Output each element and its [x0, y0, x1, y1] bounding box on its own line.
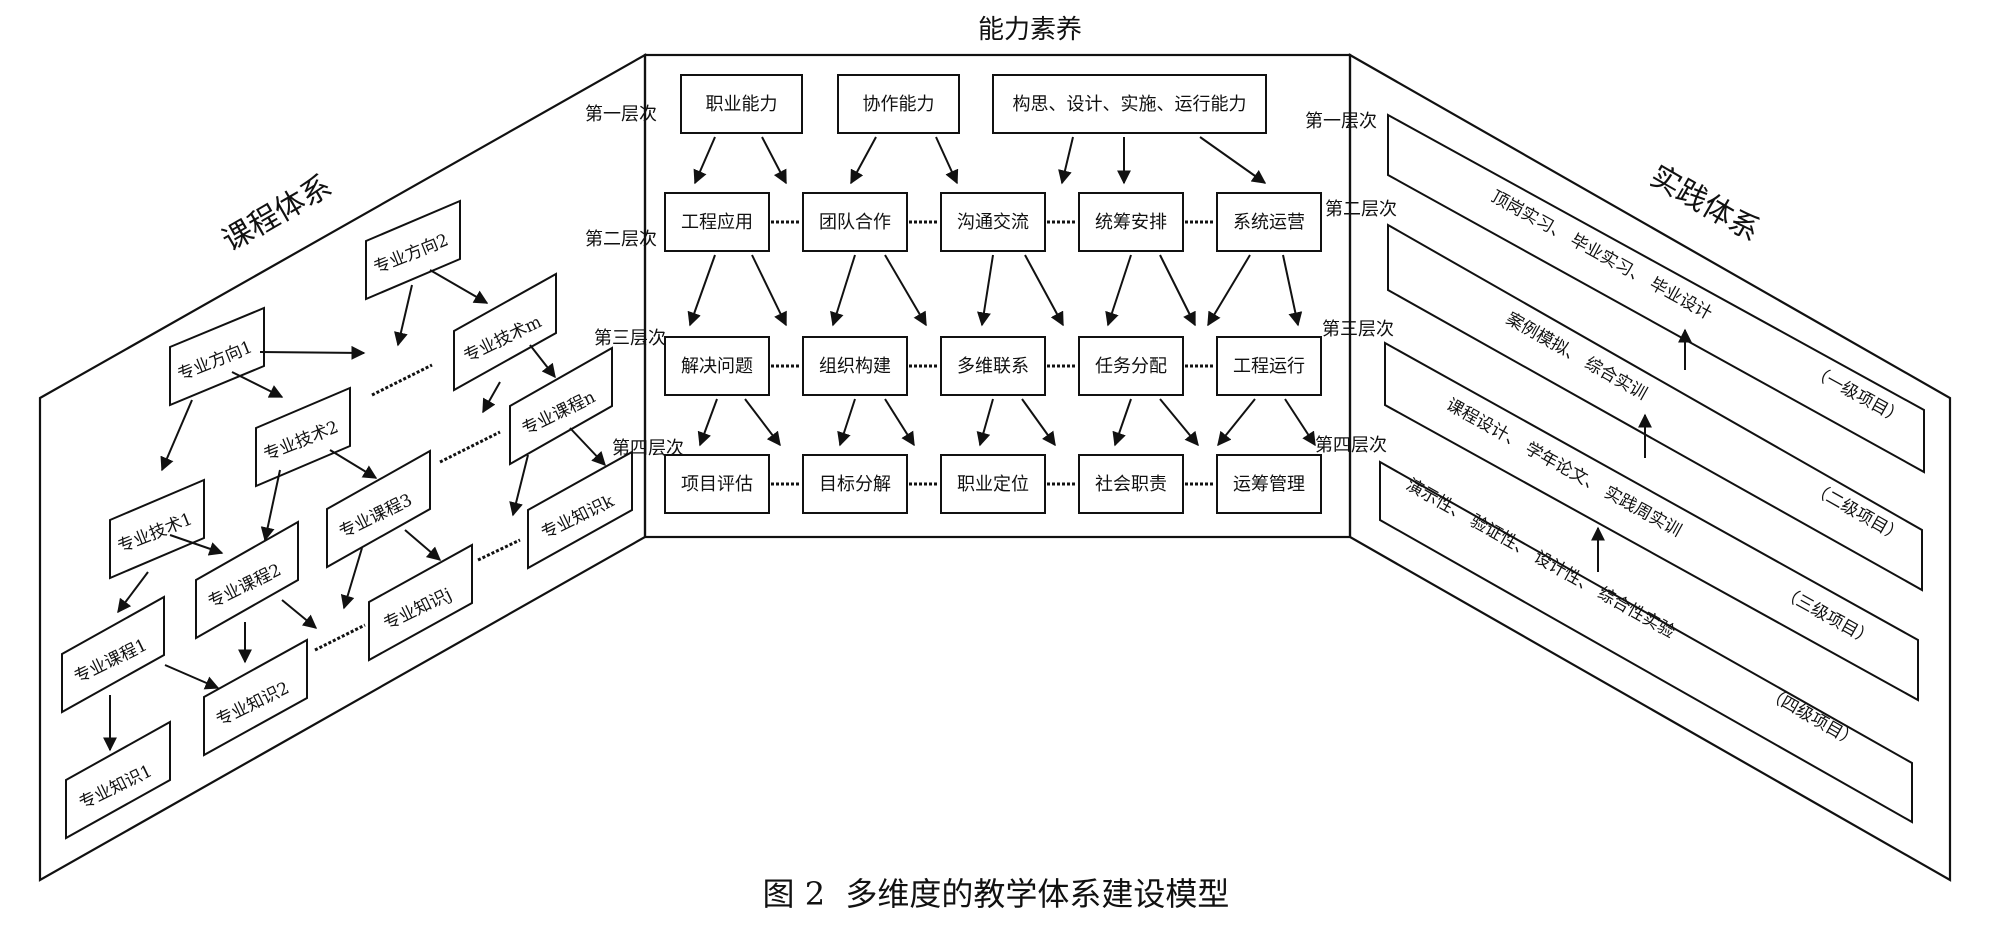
row-dash-connectors [771, 220, 1215, 486]
right-level-1: 第一层次 [1305, 111, 1377, 132]
center-title: 能力素养 [978, 15, 1082, 45]
row1-box-1-label: 职业能力 [706, 94, 778, 115]
row2-box-3-label: 沟通交流 [957, 212, 1029, 233]
right-level-2: 第二层次 [1325, 199, 1397, 220]
left-frame [38, 53, 647, 882]
node-course2: 专业课程2 [195, 520, 299, 640]
row3-box-2-label: 组织构建 [819, 356, 891, 377]
row1-box-2: 协作能力 [837, 74, 960, 134]
row3-box-4: 任务分配 [1078, 336, 1184, 396]
node-dir1: 专业方向1 [169, 306, 265, 407]
row3-box-3: 多维联系 [940, 336, 1046, 396]
center-level-2: 第二层次 [585, 229, 657, 250]
node-knowj: 专业知识j [368, 543, 473, 662]
row4-box-3-label: 职业定位 [957, 474, 1029, 495]
row1-box-1: 职业能力 [680, 74, 803, 134]
left-title: 课程体系 [217, 169, 338, 259]
row4-box-4: 社会职责 [1078, 454, 1184, 514]
node-tech1: 专业技术1 [109, 478, 205, 580]
row4-box-4-label: 社会职责 [1095, 474, 1167, 495]
left-panel: 课程体系 专业方向1 专业方向2 专业技术1 专业技术2 专业技术m 专业课程1 [38, 53, 647, 882]
node-course3: 专业课程3 [326, 449, 431, 569]
row2-box-5: 系统运营 [1216, 192, 1322, 252]
row4-box-2: 目标分解 [802, 454, 908, 514]
node-know1: 专业知识1 [65, 720, 171, 840]
node-knowk: 专业知识k [527, 450, 633, 570]
center-arrows-1-2 [693, 136, 1267, 185]
center-level-1: 第一层次 [585, 104, 657, 125]
row1-box-2-label: 协作能力 [863, 94, 935, 115]
row4-box-5: 运筹管理 [1216, 454, 1322, 514]
row2-box-5-label: 系统运营 [1233, 212, 1305, 233]
node-tech2: 专业技术2 [255, 386, 351, 488]
row2-box-4-label: 统筹安排 [1095, 212, 1167, 233]
row3-box-1: 解决问题 [664, 336, 770, 396]
row2-box-2: 团队合作 [802, 192, 908, 252]
center-arrows-2-3 [687, 254, 1303, 327]
row4-box-5-label: 运筹管理 [1233, 474, 1305, 495]
right-level-4: 第四层次 [1315, 435, 1387, 456]
row3-box-1-label: 解决问题 [681, 356, 753, 377]
row4-box-1: 项目评估 [664, 454, 770, 514]
row1-box-3: 构思、设计、实施、运行能力 [992, 74, 1267, 134]
row4-box-2-label: 目标分解 [819, 474, 891, 495]
row2-box-1: 工程应用 [664, 192, 770, 252]
row2-box-1-label: 工程应用 [681, 212, 753, 233]
right-panel: 实践体系 第一层次 第二层次 第三层次 第四层次 顶岗实习、 毕业实习、 毕业设… [1305, 53, 1952, 882]
center-arrows-3-4 [697, 398, 1316, 447]
row2-box-4: 统筹安排 [1078, 192, 1184, 252]
right-level-3: 第三层次 [1322, 319, 1394, 340]
right-frame [1348, 53, 1952, 882]
row2-box-2-label: 团队合作 [819, 212, 891, 233]
right-title: 实践体系 [1644, 159, 1765, 249]
row3-box-2: 组织构建 [802, 336, 908, 396]
node-know2: 专业知识2 [203, 638, 308, 757]
row3-box-5: 工程运行 [1216, 336, 1322, 396]
row3-box-4-label: 任务分配 [1095, 356, 1167, 377]
row4-box-3: 职业定位 [940, 454, 1046, 514]
center-panel: 能力素养 第一层次 第二层次 第三层次 第四层次 职业能力 协作能力 构思、设计… [585, 15, 1352, 539]
center-level-3: 第三层次 [594, 328, 666, 349]
node-dir2: 专业方向2 [365, 199, 461, 301]
left-arrows [103, 269, 606, 752]
figure-caption: 图 2 多维度的教学体系建设模型 [763, 875, 1230, 913]
right-arrows [1591, 328, 1692, 572]
node-course1: 专业课程1 [61, 595, 165, 714]
node-coursen: 专业课程n [509, 346, 613, 466]
row2-box-3: 沟通交流 [940, 192, 1046, 252]
row3-box-5-label: 工程运行 [1233, 356, 1305, 377]
row4-box-1-label: 项目评估 [681, 474, 753, 495]
row3-box-3-label: 多维联系 [957, 356, 1029, 377]
row1-box-3-label: 构思、设计、实施、运行能力 [1013, 94, 1247, 115]
node-techm: 专业技术m [453, 272, 557, 392]
